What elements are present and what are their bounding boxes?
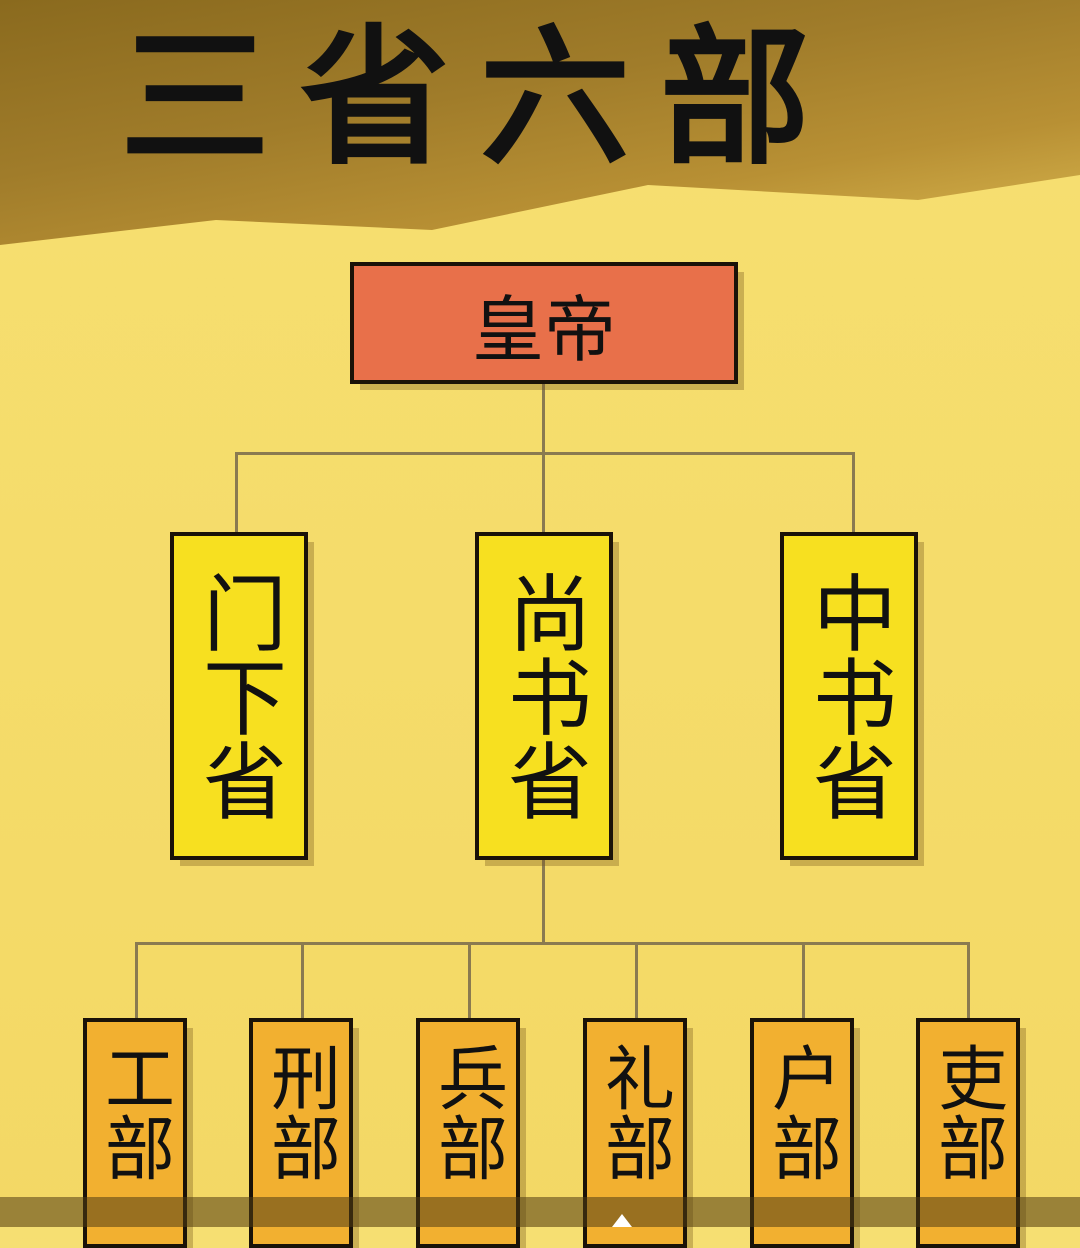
- ministry-label: 户部: [760, 1042, 843, 1182]
- ministry-label: 兵部: [426, 1042, 509, 1182]
- connector: [468, 942, 471, 1018]
- bottom-overlay-bar: [0, 1197, 1080, 1227]
- page-title: 三省六部: [120, 10, 841, 186]
- province-label: 门下省: [189, 570, 288, 822]
- connector: [301, 942, 304, 1018]
- connector: [852, 452, 855, 532]
- connector: [542, 860, 545, 944]
- province-label: 尚书省: [494, 570, 593, 822]
- ministry-label: 刑部: [259, 1042, 342, 1182]
- caret-up-icon[interactable]: [612, 1214, 632, 1227]
- province-node-shangshu: 尚书省: [475, 532, 613, 860]
- ministry-label: 礼部: [593, 1042, 676, 1182]
- connector: [235, 452, 238, 532]
- connector: [542, 384, 545, 454]
- connector: [635, 942, 638, 1018]
- connector: [235, 452, 855, 455]
- ministry-label: 吏部: [926, 1042, 1009, 1182]
- province-label: 中书省: [799, 570, 898, 822]
- ministry-node: 吏部: [916, 1018, 1020, 1248]
- province-node-zhongshu: 中书省: [780, 532, 918, 860]
- emperor-node: 皇帝: [350, 262, 738, 384]
- connector: [542, 452, 545, 532]
- connector: [135, 942, 969, 945]
- connector: [967, 942, 970, 1018]
- connector: [135, 942, 138, 1018]
- ministry-label: 工部: [93, 1042, 176, 1182]
- province-node-menxia: 门下省: [170, 532, 308, 860]
- connector: [802, 942, 805, 1018]
